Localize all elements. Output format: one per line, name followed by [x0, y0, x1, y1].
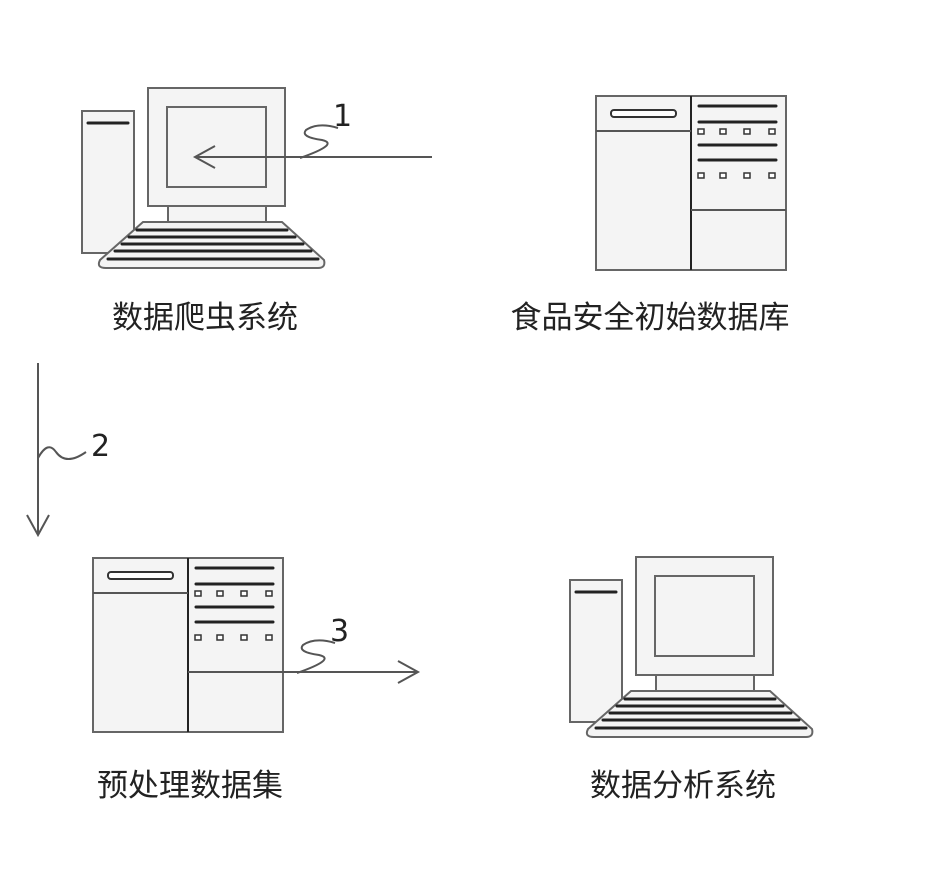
preprocessed-dataset-label: 预处理数据集 — [97, 768, 283, 804]
squiggle-3 — [296, 639, 336, 674]
arrow-1-number: 1 — [333, 99, 353, 134]
preprocessed-dataset-server-icon — [91, 556, 285, 734]
arrow-3 — [203, 639, 421, 684]
arrow-2 — [26, 363, 87, 538]
squiggle-1 — [299, 124, 339, 159]
analysis-system-label: 数据分析系统 — [590, 768, 776, 804]
arrow-1 — [192, 124, 432, 169]
initial-database-server-icon — [594, 94, 788, 272]
arrow-2-number: 2 — [91, 429, 111, 464]
squiggle-2 — [37, 446, 87, 460]
arrow-3-number: 3 — [330, 614, 350, 649]
initial-database-label: 食品安全初始数据库 — [510, 300, 790, 336]
crawler-system-label: 数据爬虫系统 — [112, 300, 298, 336]
crawler-computer-icon — [80, 86, 326, 270]
analysis-computer-icon — [568, 555, 814, 739]
